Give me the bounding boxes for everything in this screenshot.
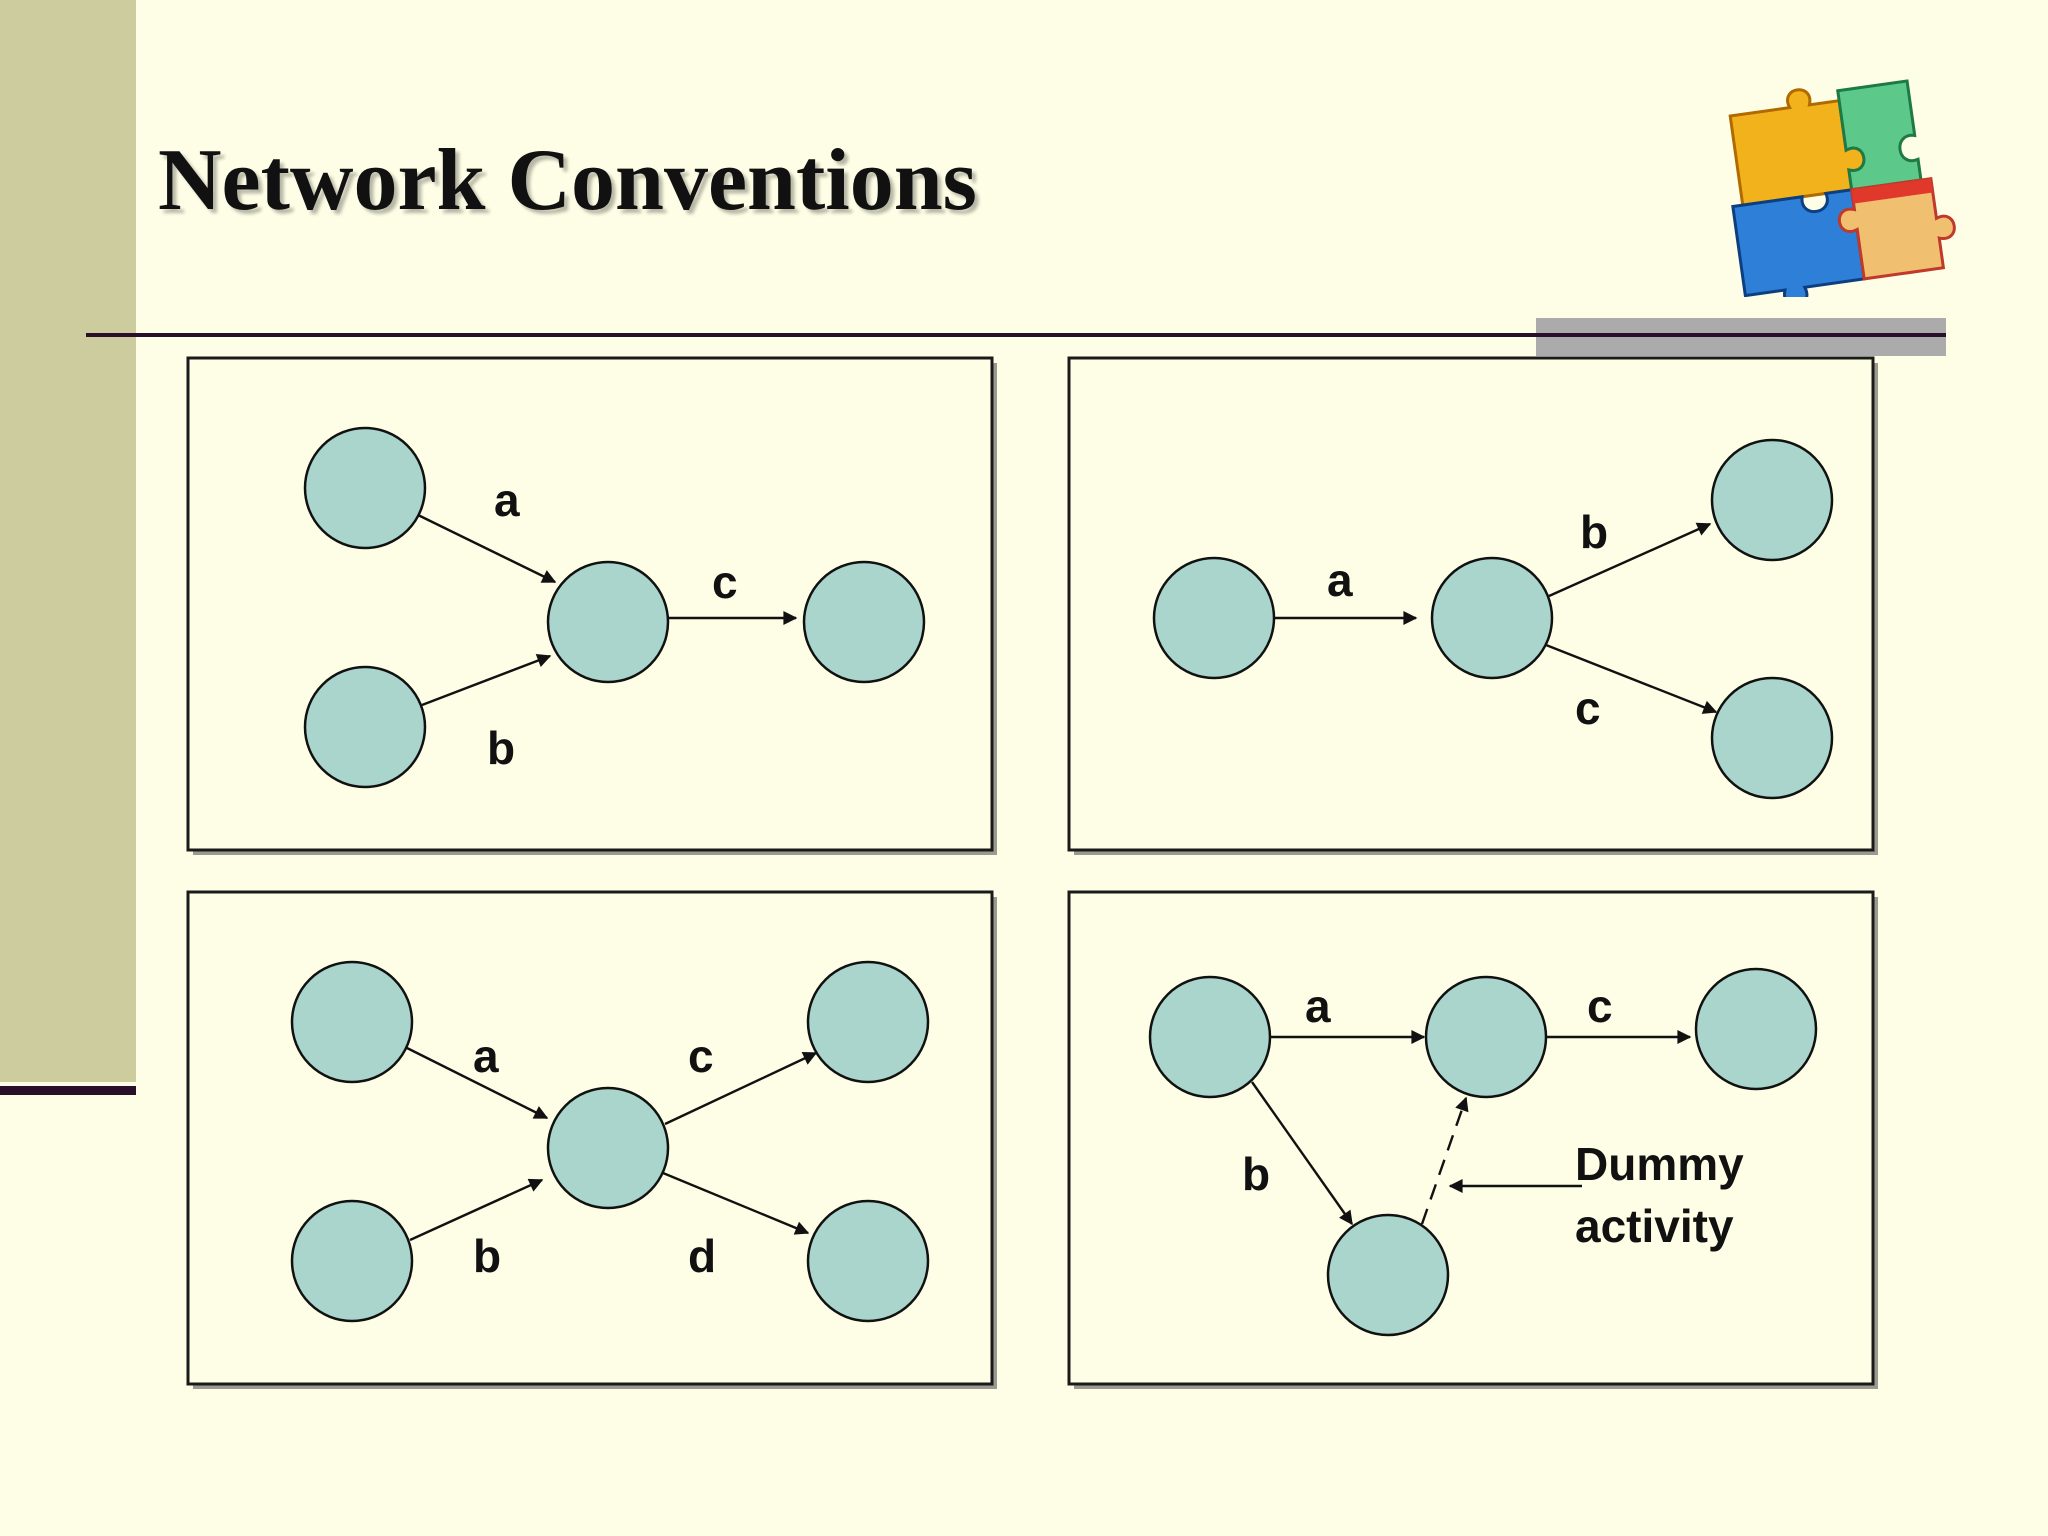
node-p3-bottom-left bbox=[290, 1199, 414, 1323]
panel-merge: a b c bbox=[186, 356, 997, 855]
side-bar-rule bbox=[0, 1086, 136, 1095]
dummy-note-line1: Dummy bbox=[1575, 1138, 1744, 1190]
edge-p3-a bbox=[406, 1046, 549, 1120]
puzzle-pieces-icon bbox=[1728, 79, 1956, 297]
dummy-note-line2: activity bbox=[1575, 1200, 1734, 1252]
label-p1-c: c bbox=[712, 556, 738, 608]
label-p4-a: a bbox=[1305, 980, 1331, 1032]
node-p3-center bbox=[546, 1086, 670, 1210]
label-p3-a: a bbox=[473, 1030, 499, 1082]
node-p1-top-left bbox=[303, 426, 427, 550]
label-p1-a: a bbox=[494, 474, 520, 526]
title-rule-accent-line bbox=[1536, 333, 1946, 337]
node-p2-bottom-right bbox=[1710, 676, 1834, 800]
node-p4-bottom bbox=[1326, 1213, 1450, 1337]
edge-p2-b bbox=[1548, 522, 1712, 598]
side-bar bbox=[0, 0, 136, 1082]
node-p1-right bbox=[802, 560, 926, 684]
label-p4-c: c bbox=[1587, 980, 1613, 1032]
edge-p4-b bbox=[1251, 1081, 1353, 1226]
label-p3-b: b bbox=[473, 1230, 501, 1282]
node-p3-top-right bbox=[806, 960, 930, 1084]
label-p4-b: b bbox=[1242, 1148, 1270, 1200]
label-p3-c: c bbox=[688, 1030, 714, 1082]
node-p2-left bbox=[1152, 556, 1276, 680]
label-p2-a: a bbox=[1327, 554, 1353, 606]
label-p3-d: d bbox=[688, 1230, 716, 1282]
node-p4-center bbox=[1424, 975, 1548, 1099]
title-rule bbox=[86, 333, 1946, 337]
title-rule-accent bbox=[1536, 318, 1946, 356]
panel-merge-burst: a b c d bbox=[186, 890, 997, 1389]
label-p2-b: b bbox=[1580, 506, 1608, 558]
label-p1-b: b bbox=[487, 722, 515, 774]
label-p2-c: c bbox=[1575, 682, 1601, 734]
node-p3-top-left bbox=[290, 960, 414, 1084]
panel-frame bbox=[1067, 890, 1875, 1386]
edge-p4-dummy bbox=[1420, 1096, 1469, 1225]
edge-p3-c bbox=[664, 1051, 818, 1126]
node-p4-right bbox=[1694, 967, 1818, 1091]
node-p2-center bbox=[1430, 556, 1554, 680]
node-p3-bottom-right bbox=[806, 1199, 930, 1323]
node-p2-top-right bbox=[1710, 438, 1834, 562]
edge-p3-b bbox=[409, 1178, 544, 1242]
panel-dummy-activity: a c b Dummy activity bbox=[1067, 890, 1878, 1389]
edge-p1-b bbox=[421, 653, 552, 707]
node-p4-left bbox=[1148, 975, 1272, 1099]
node-p1-center bbox=[546, 560, 670, 684]
node-p1-bottom-left bbox=[303, 665, 427, 789]
panel-burst: a b c bbox=[1067, 356, 1878, 855]
edge-p3-d bbox=[662, 1171, 810, 1235]
edge-p2-c bbox=[1545, 643, 1718, 714]
page-title: Network Conventions bbox=[158, 132, 977, 229]
edge-p1-a bbox=[417, 513, 557, 584]
